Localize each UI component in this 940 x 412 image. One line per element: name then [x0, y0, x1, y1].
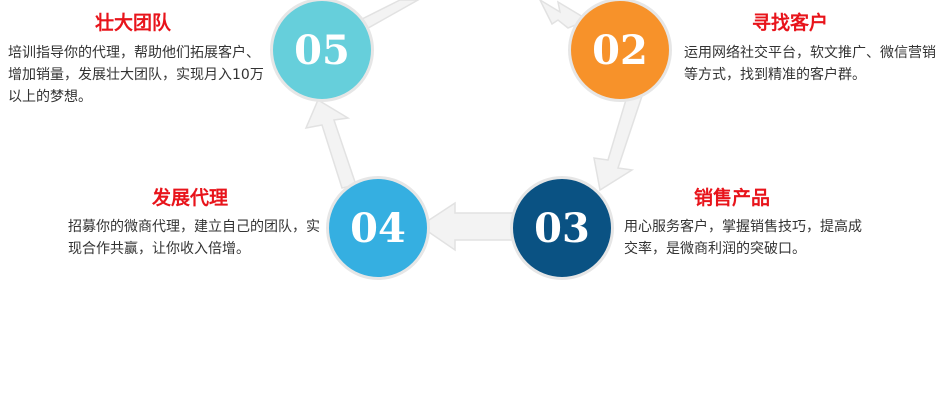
step-desc-04: 招募你的微商代理，建立自己的团队，实现合作共赢，让你收入倍增。: [68, 219, 320, 257]
step-title-03: 销售产品: [694, 187, 771, 209]
step-circle-05: 05: [270, 0, 374, 102]
step-title-04: 发展代理: [152, 187, 229, 209]
step-circle-02: 02: [568, 0, 672, 102]
step-desc-03: 用心服务客户，掌握销售技巧，提高成交率，是微商利润的突破口。: [624, 219, 862, 257]
step-circle-04: 04: [326, 176, 430, 280]
step-circle-03: 03: [510, 176, 614, 280]
arrow-04-to-05: [304, 98, 357, 189]
step-title-05: 壮大团队: [95, 12, 172, 34]
step-desc-05: 培训指导你的代理，帮助他们拓展客户、增加销量，发展壮大团队，实现月入10万以上的…: [8, 45, 264, 105]
step-title-02: 寻找客户: [752, 12, 829, 34]
step-desc-02: 运用网络社交平台，软文推广、微信营销等方式，找到精准的客户群。: [684, 45, 936, 83]
arrow-02-to-03: [593, 92, 643, 192]
